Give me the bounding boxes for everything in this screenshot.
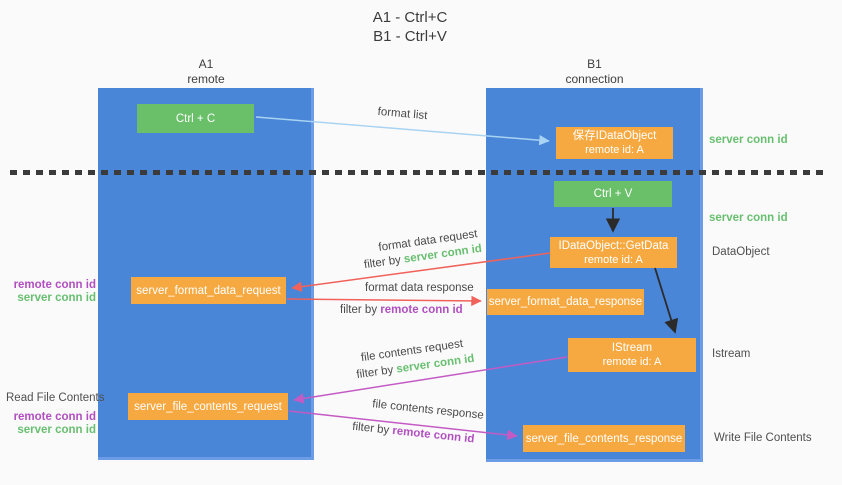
diagram-title: A1 - Ctrl+C B1 - Ctrl+V bbox=[300, 8, 520, 46]
node-ctrl-v-label: Ctrl + V bbox=[593, 188, 633, 200]
right-istream-label: Istream bbox=[712, 348, 751, 360]
node-idataobject-getdata-title: IDataObject::GetData bbox=[558, 239, 669, 252]
filter-prefix: filter by bbox=[363, 253, 405, 272]
node-save-idataobject-title: 保存IDataObject bbox=[572, 130, 657, 142]
node-server-file-contents-response-label: server_file_contents_response bbox=[525, 432, 683, 445]
title-line-b1: B1 - Ctrl+V bbox=[373, 28, 447, 45]
node-server-format-data-response: server_format_data_response bbox=[487, 289, 644, 315]
right-dataobject-label: DataObject bbox=[712, 246, 770, 258]
left-annotation-format-group: remote conn id server conn id bbox=[6, 279, 96, 305]
node-save-idataobject-remote-id: remote id: A bbox=[585, 144, 644, 156]
node-ctrl-c: Ctrl + C bbox=[137, 104, 254, 133]
node-save-idataobject: 保存IDataObject remote id: A bbox=[556, 127, 673, 159]
filter-prefix: filter by bbox=[340, 304, 381, 316]
arrow-format-data-response bbox=[286, 295, 482, 307]
node-istream-remote-id: remote id: A bbox=[602, 356, 662, 368]
node-idataobject-getdata-remote-id: remote id: A bbox=[584, 253, 643, 266]
column-b1-role: connection bbox=[565, 72, 624, 86]
write-file-contents-label: Write File Contents bbox=[714, 432, 812, 444]
flow-label-format-data-response: format data response bbox=[365, 282, 474, 294]
node-server-file-contents-request-label: server_file_contents_request bbox=[134, 400, 282, 413]
column-b1-name: B1 bbox=[587, 57, 602, 71]
left-annotation-file-group: Read File Contents remote conn id server… bbox=[6, 392, 105, 437]
node-idataobject-getdata: IDataObject::GetData remote id: A bbox=[550, 237, 677, 268]
right-server-conn-id-mid: server conn id bbox=[709, 212, 788, 224]
flow-label-file-contents-response-filter: filter by remote conn id bbox=[351, 420, 475, 446]
node-istream: IStream remote id: A bbox=[568, 338, 696, 372]
node-ctrl-v: Ctrl + V bbox=[554, 181, 672, 207]
node-ctrl-c-label: Ctrl + C bbox=[175, 112, 216, 125]
node-server-format-data-request-label: server_format_data_request bbox=[136, 284, 281, 297]
filter-key-remote-conn-id: remote conn id bbox=[391, 424, 475, 446]
column-a1-name: A1 bbox=[198, 57, 214, 71]
right-server-conn-id-top: server conn id bbox=[709, 134, 788, 146]
left-server-conn-id: server conn id bbox=[17, 424, 96, 436]
column-header-b1: B1 connection bbox=[486, 57, 703, 87]
read-file-contents-label: Read File Contents bbox=[6, 392, 105, 404]
filter-prefix: filter by bbox=[355, 363, 398, 382]
left-server-conn-id: server conn id bbox=[17, 292, 96, 304]
left-remote-conn-id: remote conn id bbox=[13, 411, 96, 423]
flow-label-file-contents-response: file contents response bbox=[371, 398, 485, 422]
column-header-a1: A1 remote bbox=[98, 57, 314, 87]
title-line-a1: A1 - Ctrl+C bbox=[372, 9, 448, 26]
node-server-file-contents-request: server_file_contents_request bbox=[128, 393, 288, 420]
column-a1-role: remote bbox=[187, 72, 225, 86]
filter-prefix: filter by bbox=[351, 420, 394, 437]
phase-separator-dashed-line bbox=[10, 170, 826, 175]
node-istream-title: IStream bbox=[611, 342, 653, 354]
flow-label-format-list: format list bbox=[377, 105, 428, 123]
filter-key-remote-conn-id: remote conn id bbox=[380, 304, 463, 316]
node-server-file-contents-response: server_file_contents_response bbox=[523, 425, 685, 452]
flow-label-format-data-response-filter: filter by remote conn id bbox=[340, 304, 463, 316]
node-server-format-data-response-label: server_format_data_response bbox=[488, 296, 643, 308]
node-server-format-data-request: server_format_data_request bbox=[131, 277, 286, 304]
left-remote-conn-id: remote conn id bbox=[13, 279, 96, 291]
